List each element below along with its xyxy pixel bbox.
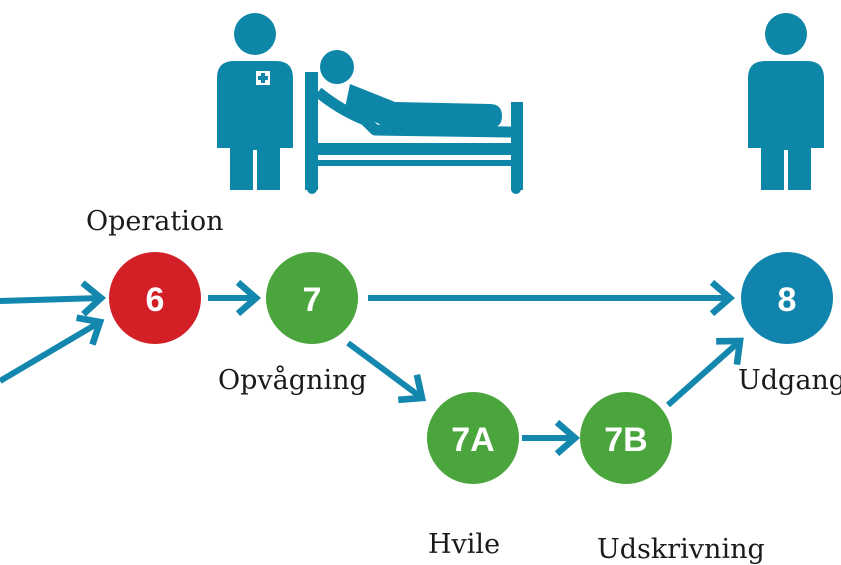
node-7: 7 (266, 252, 358, 344)
node-7a: 7A (427, 392, 519, 484)
node-8-label: 8 (778, 281, 797, 319)
node-7b-label: 7B (604, 421, 647, 459)
opvagning-label: Opvågning (218, 365, 367, 396)
person-icon (748, 13, 824, 190)
arrow-incoming-to-6b (0, 322, 100, 384)
arrow-7-to-7a (346, 340, 422, 398)
hvile-label: Hvile (428, 529, 501, 560)
arrow-incoming-to-6a (0, 298, 101, 301)
node-6-label: 6 (146, 281, 165, 319)
node-6: 6 (109, 252, 201, 344)
doctor-icon (217, 13, 293, 190)
node-7-label: 7 (303, 281, 322, 319)
patient-in-bed-icon (305, 50, 523, 194)
node-7b: 7B (580, 392, 672, 484)
node-8: 8 (741, 252, 833, 344)
node-7a-label: 7A (451, 421, 494, 459)
udgang-label: Udgang (738, 365, 841, 396)
udskrivning-label: Udskrivning (597, 534, 765, 565)
arrow-7b-to-8 (666, 341, 740, 408)
operation-label: Operation (86, 206, 224, 237)
